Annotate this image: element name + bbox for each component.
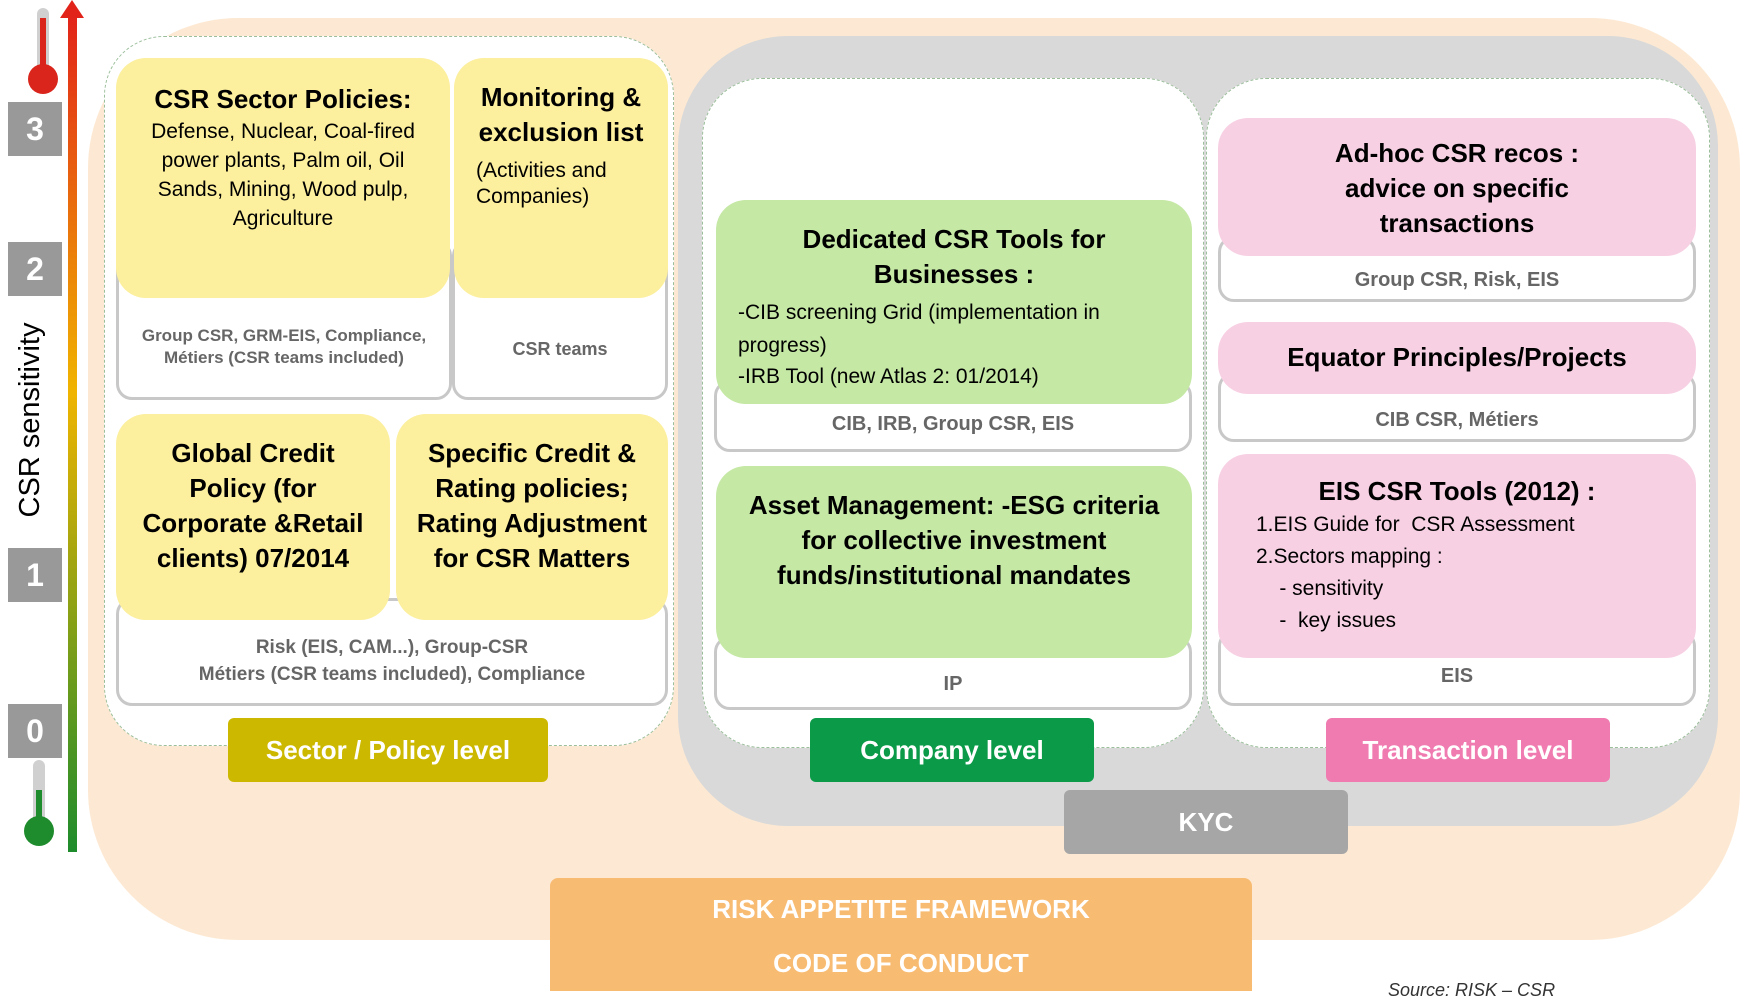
transaction-card-1-text: Group CSR, Risk, EIS	[1354, 269, 1560, 291]
sector-card-1-text: Group CSR, GRM-EIS, Compliance, Métiers …	[141, 326, 427, 367]
level-2: 2	[8, 242, 62, 296]
asset-management-tile: Asset Management: -ESG criteria for coll…	[716, 466, 1192, 658]
monitoring-exclusion-title: Monitoring & exclusion list	[478, 82, 644, 147]
specific-credit-rating-tile: Specific Credit & Rating policies; Ratin…	[396, 414, 668, 620]
code-of-conduct-bar: CODE OF CONDUCT	[550, 936, 1252, 991]
eis-csr-tools-item-3: - sensitivity	[1256, 577, 1384, 600]
equator-principles-tile: Equator Principles/Projects	[1218, 322, 1696, 394]
source-note: Source: RISK – CSR	[1388, 980, 1556, 1000]
monitoring-exclusion-body: (Activities and Companies)	[476, 159, 607, 208]
eis-csr-tools-title: EIS CSR Tools (2012) :	[1318, 476, 1596, 506]
level-3: 3	[8, 102, 62, 156]
asset-management-title: Asset Management: -ESG criteria for coll…	[748, 490, 1160, 590]
ad-hoc-csr-recos-title: Ad-hoc CSR recos : advice on specific tr…	[1334, 138, 1580, 238]
transaction-card-2-text: CIB CSR, Métiers	[1375, 409, 1539, 431]
csr-sector-policies-tile: CSR Sector Policies: Defense, Nuclear, C…	[116, 58, 450, 298]
sector-card-3-line2: Métiers (CSR teams included), Compliance	[198, 664, 586, 685]
thermometer-cold-icon	[24, 760, 54, 846]
global-credit-policy-title: Global Credit Policy (for Corporate &Ret…	[142, 438, 364, 573]
kyc-label: KYC	[1064, 790, 1348, 854]
thermometer-hot-icon	[28, 8, 58, 94]
sensitivity-scale: 3 2 1 0 CSR sensitivity	[0, 0, 95, 880]
eis-csr-tools-item-1: 1.EIS Guide for CSR Assessment	[1256, 513, 1575, 536]
specific-credit-rating-title: Specific Credit & Rating policies; Ratin…	[416, 438, 648, 573]
company-level-label: Company level	[810, 718, 1094, 782]
equator-principles-title: Equator Principles/Projects	[1287, 342, 1627, 372]
company-card-2-text: IP	[943, 673, 963, 695]
transaction-level-label: Transaction level	[1326, 718, 1610, 782]
company-card-1-text: CIB, IRB, Group CSR, EIS	[831, 413, 1075, 435]
eis-csr-tools-item-2: 2.Sectors mapping :	[1256, 545, 1443, 568]
level-0: 0	[8, 704, 62, 758]
level-1: 1	[8, 548, 62, 602]
sector-card-3-line1: Risk (EIS, CAM...), Group-CSR	[255, 637, 529, 658]
monitoring-exclusion-tile: Monitoring & exclusion list (Activities …	[454, 58, 668, 298]
sector-card-2-text: CSR teams	[512, 339, 608, 359]
risk-appetite-framework-bar: RISK APPETITE FRAMEWORK	[550, 878, 1252, 940]
transaction-card-3-text: EIS	[1440, 665, 1474, 687]
csr-sector-policies-title: CSR Sector Policies:	[154, 84, 412, 114]
sensitivity-gradient-arrow	[68, 14, 77, 852]
arrow-head-icon	[60, 0, 84, 18]
dedicated-csr-tools-line2: -IRB Tool (new Atlas 2: 01/2014)	[738, 365, 1039, 388]
sector-policy-level-label: Sector / Policy level	[228, 718, 548, 782]
global-credit-policy-tile: Global Credit Policy (for Corporate &Ret…	[116, 414, 390, 620]
dedicated-csr-tools-line1: -CIB screening Grid (implementation in p…	[738, 301, 1100, 357]
eis-csr-tools-tile: EIS CSR Tools (2012) : 1.EIS Guide for C…	[1218, 454, 1696, 658]
ad-hoc-csr-recos-tile: Ad-hoc CSR recos : advice on specific tr…	[1218, 118, 1696, 256]
dedicated-csr-tools-title: Dedicated CSR Tools for Businesses :	[802, 224, 1106, 289]
csr-sector-policies-body: Defense, Nuclear, Coal-fired power plant…	[151, 120, 415, 230]
dedicated-csr-tools-tile: Dedicated CSR Tools for Businesses : -CI…	[716, 200, 1192, 404]
axis-label: CSR sensitivity	[14, 322, 46, 518]
eis-csr-tools-item-4: - key issues	[1256, 609, 1397, 632]
